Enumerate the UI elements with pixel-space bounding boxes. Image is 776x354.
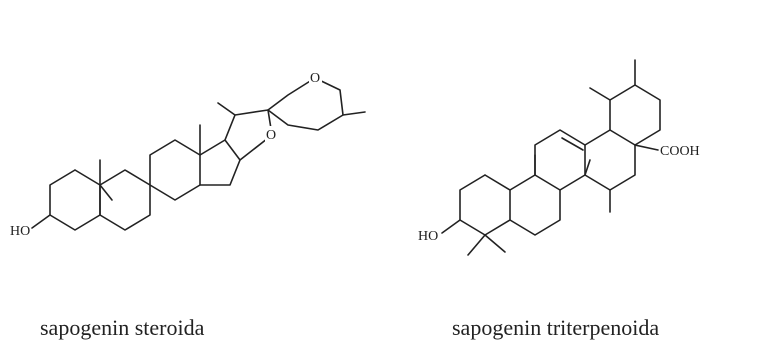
steroid-ring-d (199, 139, 241, 186)
steroid-ring-c (149, 139, 201, 201)
triterpenoid-gem-methyl-2 (484, 234, 506, 253)
triterpenoid-ring-c (534, 129, 586, 191)
steroid-ring-f (267, 77, 344, 131)
steroid-oxygen-furan-label: O (266, 128, 276, 143)
steroid-sapogenin-structure: O O HO (10, 69, 366, 239)
triterpenoid-carboxyl-bond (634, 144, 659, 151)
steroid-ring-e (224, 109, 273, 161)
triterpenoid-ring-b (509, 174, 561, 236)
triterpenoid-sapogenin-structure: COOH HO (418, 59, 700, 256)
steroid-ring-b (99, 169, 151, 231)
steroid-oxygen-furan-bg (265, 126, 278, 142)
triterpenoid-ring-a (459, 174, 511, 236)
steroid-ring-a (49, 169, 101, 231)
triterpenoid-hydroxyl-label: HO (418, 229, 438, 244)
triterpenoid-methyl-b (584, 159, 591, 176)
steroid-methyl-c21 (217, 102, 236, 116)
triterpenoid-caption: sapogenin triterpenoida (452, 315, 659, 340)
steroid-caption: sapogenin steroida (40, 315, 205, 340)
steroid-hydroxyl-label: HO (10, 224, 30, 239)
triterpenoid-ring-e (609, 84, 661, 146)
triterpenoid-methyl-d (589, 87, 611, 101)
triterpenoid-gem-methyl-1 (467, 234, 486, 256)
steroid-oxygen-ring-bg (309, 69, 322, 85)
steroid-oxygen-ring-label: O (310, 71, 320, 86)
steroid-methyl-c27 (342, 111, 366, 116)
triterpenoid-hydroxyl-bond (441, 219, 461, 234)
triterpenoid-double-bond (561, 137, 584, 151)
steroid-hydroxyl-bond (31, 214, 51, 229)
triterpenoid-ring-d (584, 129, 636, 191)
steroid-methyl-c19b (99, 184, 113, 201)
triterpenoid-carboxyl-label: COOH (660, 144, 700, 159)
